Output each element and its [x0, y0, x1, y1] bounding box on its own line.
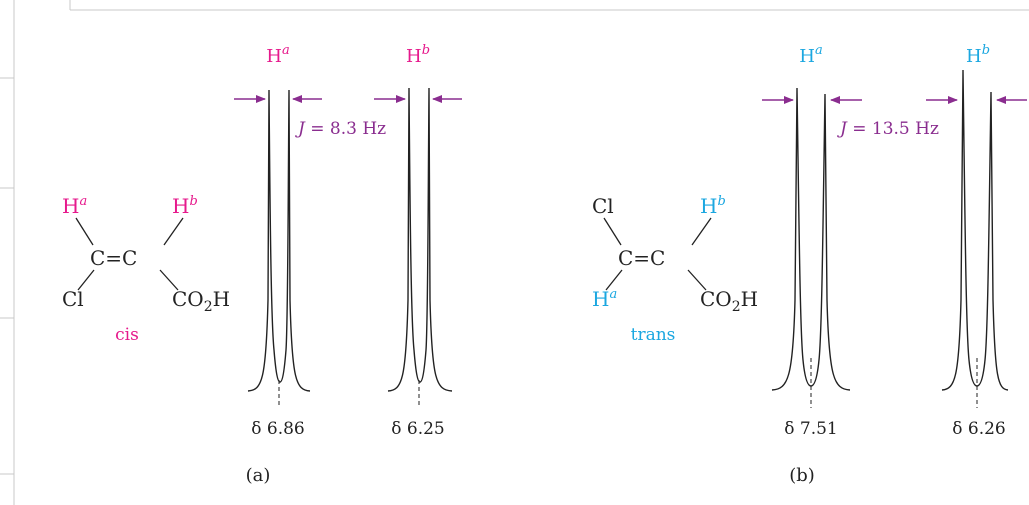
trans-hb-sup: b	[717, 194, 725, 209]
panel-b-label: (b)	[789, 465, 815, 486]
cis-bond-ha	[75, 217, 94, 246]
cis-peak-b-label: Hb	[406, 43, 430, 67]
trans-peak-b-sup: b	[982, 43, 990, 58]
cis-chlorine-label: Cl	[62, 287, 84, 311]
cis-acid-group: CO2H	[172, 287, 230, 315]
trans-spectrum: Ha Hb J = 13.5 Hz δ 7.51 δ 6.26 (b)	[762, 43, 1027, 486]
cis-acid-co: CO	[172, 287, 204, 311]
cis-shift-a: δ 6.86	[251, 419, 305, 439]
cis-ha-letter: H	[62, 194, 79, 218]
trans-hb-atom: Hb	[700, 194, 726, 218]
trans-peak-a-sup: a	[815, 43, 823, 58]
trans-peak-b-letter: H	[966, 46, 982, 67]
cis-ha-sup: a	[79, 194, 87, 209]
trans-bond-acid	[687, 269, 707, 291]
trans-peak-a-label: Ha	[799, 43, 822, 67]
trans-shift-b: δ 6.26	[952, 419, 1006, 439]
trans-acid-sub: 2	[732, 299, 741, 315]
trans-coupling-j: J	[837, 119, 848, 139]
cis-ha-atom: Ha	[62, 194, 87, 218]
trans-bond-cl	[603, 217, 622, 246]
cis-hb-letter: H	[172, 194, 189, 218]
trans-acid-co: CO	[700, 287, 732, 311]
cis-doublet-a-trace	[247, 89, 311, 392]
cis-peak-a-letter: H	[266, 46, 282, 67]
cis-coupling-value: = 8.3 Hz	[305, 119, 386, 139]
trans-shift-a: δ 7.51	[784, 419, 838, 439]
trans-bond-ha	[605, 269, 623, 291]
cis-spectrum: Ha Hb J = 8.3 Hz δ 6.86 δ 6.25 (a)	[234, 43, 462, 486]
trans-acid-h: H	[741, 287, 758, 311]
trans-caption: trans	[631, 325, 676, 345]
trans-molecule: Cl Hb C=C Ha CO2H trans	[592, 194, 758, 345]
trans-bond-hb	[691, 217, 712, 246]
trans-ha-letter: H	[592, 287, 609, 311]
cis-shift-b: δ 6.25	[391, 419, 445, 439]
trans-doublet-a-trace	[771, 87, 851, 391]
cis-alkene-label: C=C	[90, 246, 137, 270]
cis-peak-a-label: Ha	[266, 43, 289, 67]
panel-a-label: (a)	[246, 465, 271, 486]
trans-alkene-label: C=C	[618, 246, 665, 270]
trans-chlorine-label: Cl	[592, 194, 614, 218]
trans-acid-group: CO2H	[700, 287, 758, 315]
trans-ha-atom: Ha	[592, 287, 617, 311]
cis-caption: cis	[115, 325, 139, 345]
cis-peak-b-sup: b	[422, 43, 430, 58]
trans-ha-sup: a	[609, 287, 617, 302]
cis-doublet-b-trace	[387, 87, 453, 392]
trans-coupling-value: = 13.5 Hz	[847, 119, 939, 139]
cis-molecule: Ha Hb C=C Cl CO2H cis	[62, 194, 230, 345]
cis-peak-a-sup: a	[282, 43, 290, 58]
cis-hb-sup: b	[189, 194, 197, 209]
cis-coupling-label: J = 8.3 Hz	[295, 119, 386, 139]
cis-acid-h: H	[213, 287, 230, 311]
trans-peak-a-letter: H	[799, 46, 815, 67]
cis-peak-b-letter: H	[406, 46, 422, 67]
trans-hb-letter: H	[700, 194, 717, 218]
cis-coupling-j: J	[295, 119, 306, 139]
trans-doublet-b-trace	[941, 69, 1009, 391]
cis-hb-atom: Hb	[172, 194, 198, 218]
cis-bond-acid	[159, 269, 179, 291]
cis-bond-cl	[77, 269, 95, 291]
trans-coupling-label: J = 13.5 Hz	[837, 119, 939, 139]
cis-bond-hb	[163, 217, 184, 246]
trans-peak-b-label: Hb	[966, 43, 990, 67]
cis-acid-sub: 2	[204, 299, 213, 315]
